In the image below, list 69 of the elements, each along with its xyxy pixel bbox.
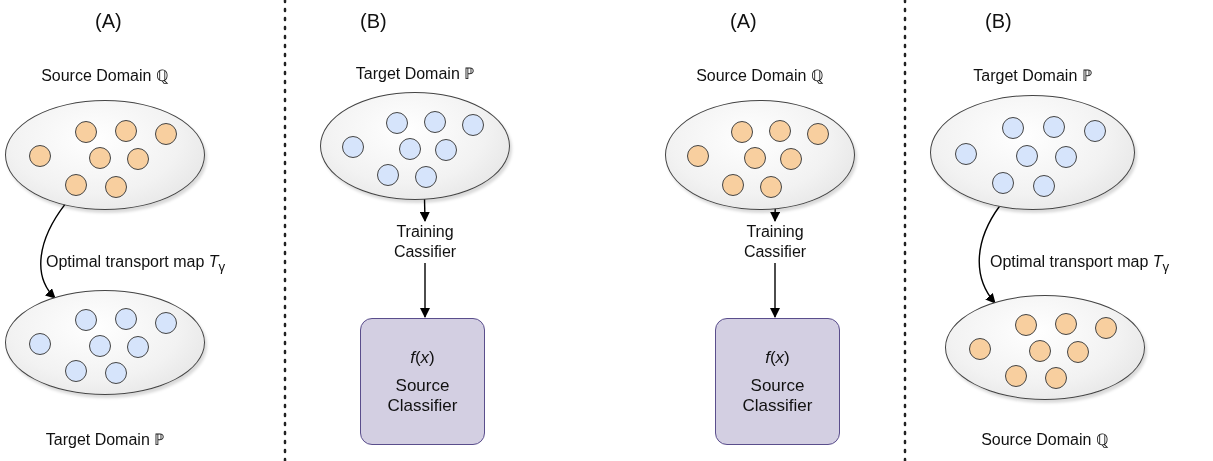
edge-label: Optimal transport map T$_{γ}$ xyxy=(44,252,228,276)
arrow xyxy=(40,203,66,299)
sample-circle xyxy=(414,166,437,189)
sample-circle xyxy=(1095,316,1117,339)
panel-label: (A) xyxy=(95,10,122,33)
sample-circle xyxy=(75,120,97,143)
sample-circle xyxy=(435,139,458,162)
sample-circle xyxy=(75,309,97,332)
sample-circle xyxy=(65,359,87,382)
sample-circle xyxy=(954,142,977,165)
sample-circle xyxy=(1032,174,1055,197)
domain-title: Target Domain ℙ xyxy=(354,64,476,84)
sample-circle xyxy=(127,148,149,171)
sample-circle xyxy=(399,138,422,161)
panel-label: (B) xyxy=(360,10,387,33)
sample-circle xyxy=(1055,313,1077,336)
sample-circle xyxy=(29,332,51,355)
sample-circle xyxy=(105,175,127,198)
classifier-box: f(x) Source Classifier xyxy=(360,318,485,445)
sample-circle xyxy=(105,361,127,384)
sample-circle xyxy=(769,119,791,142)
sample-circle xyxy=(759,175,782,198)
step-label: Training Cassifier xyxy=(365,222,485,262)
domain-title: Source Domain ℚ xyxy=(695,66,825,86)
domain-title: Source Domain ℚ xyxy=(980,430,1110,450)
sample-circle xyxy=(424,111,446,134)
sample-circle xyxy=(29,145,51,167)
sample-circle xyxy=(376,164,399,187)
sample-circle xyxy=(991,172,1014,195)
classifier-box: f(x) Source Classifier xyxy=(715,318,840,445)
sample-circle xyxy=(780,148,803,171)
sample-circle xyxy=(462,114,484,137)
sample-circle xyxy=(1005,364,1027,387)
step-label: Training Cassifier xyxy=(715,222,835,262)
sample-circle xyxy=(386,112,408,135)
sample-circle xyxy=(1045,366,1067,389)
sample-circle xyxy=(115,308,137,331)
sample-circle xyxy=(155,311,177,334)
sample-circle xyxy=(65,173,87,196)
sample-circle xyxy=(89,334,111,357)
domain-title: Source Domain ℚ xyxy=(40,66,170,86)
sample-circle xyxy=(1055,145,1078,168)
sample-circle xyxy=(721,173,744,196)
sample-circle xyxy=(127,335,149,358)
sample-circle xyxy=(1067,340,1089,363)
sample-circle xyxy=(969,337,991,360)
sample-circle xyxy=(342,136,365,158)
sample-circle xyxy=(1043,116,1065,139)
sample-circle xyxy=(115,119,137,142)
sample-circle xyxy=(155,123,177,145)
domain-title: Target Domain ℙ xyxy=(44,430,166,450)
sample-circle xyxy=(744,147,767,170)
arrow xyxy=(420,262,430,318)
sample-circle xyxy=(731,120,753,143)
arrow xyxy=(770,262,780,318)
sample-circle xyxy=(807,123,829,145)
arrow xyxy=(978,205,1001,304)
panel-label: (B) xyxy=(985,10,1012,33)
sample-circle xyxy=(687,145,710,167)
sample-circle xyxy=(1002,117,1024,140)
panel-label: (A) xyxy=(730,10,757,33)
sample-circle xyxy=(89,147,111,170)
sample-circle xyxy=(1084,119,1106,142)
edge-label: Optimal transport map T$_{γ}$ xyxy=(988,252,1172,276)
arrow xyxy=(419,198,430,222)
sample-circle xyxy=(1029,339,1051,362)
sample-circle xyxy=(1015,314,1037,337)
domain-title: Target Domain ℙ xyxy=(972,66,1093,86)
sample-circle xyxy=(1016,144,1039,167)
